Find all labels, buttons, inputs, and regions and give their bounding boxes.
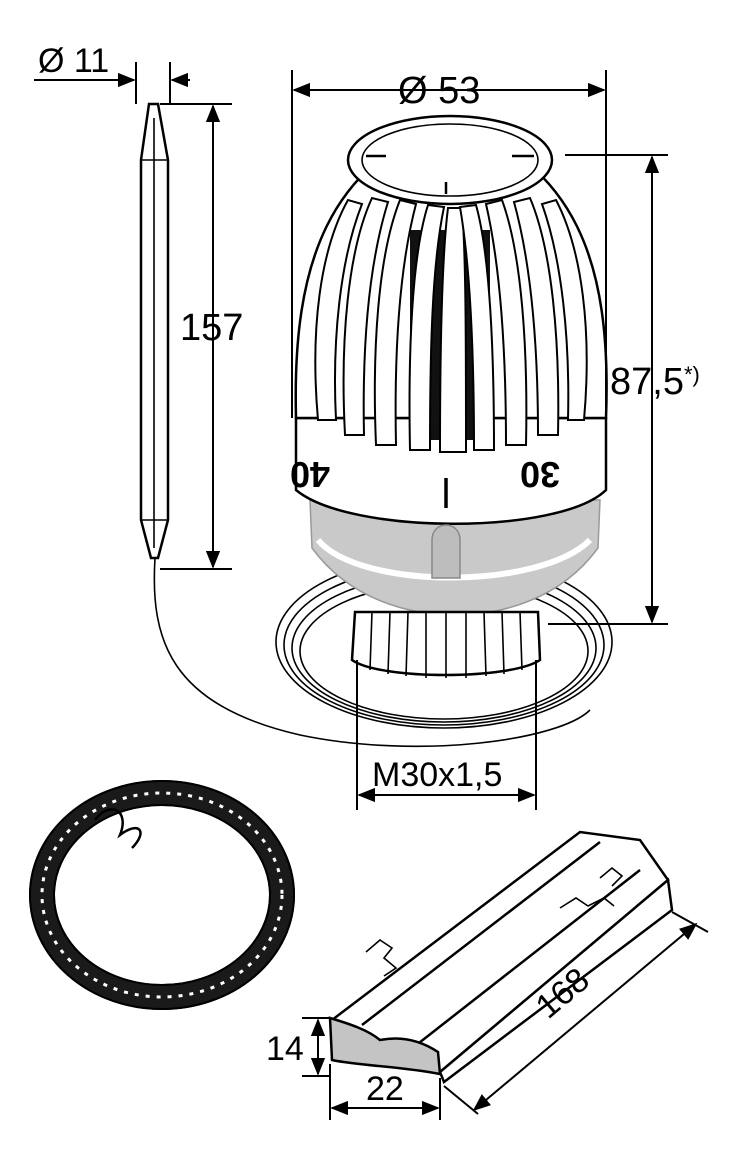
clip-front-profile: [328, 1016, 442, 1076]
thermostat-head: 40 30: [290, 114, 608, 678]
dimension-clip-width: 22: [329, 1064, 441, 1120]
knurled-nut: [350, 610, 542, 678]
dimension-sensor-diameter: Ø 11: [34, 42, 190, 104]
head-diameter-label: Ø 53: [398, 70, 480, 112]
clip-width-label: 22: [366, 1070, 404, 1108]
dimension-sensor-length: 157: [160, 103, 243, 570]
head-height-note: *): [684, 362, 700, 387]
dimension-thread: M30x1,5: [356, 660, 537, 810]
sensor-diameter-label: Ø 11: [38, 42, 109, 80]
thread-label: M30x1,5: [372, 756, 502, 794]
sensor-length-label: 157: [180, 307, 243, 349]
dial-pointer: [431, 524, 461, 579]
dimension-head-diameter: Ø 53: [291, 70, 607, 418]
dial-scale-right: 30: [520, 454, 560, 495]
head-height-label: 87,5*): [610, 361, 700, 403]
dimension-head-height: 87,5*): [548, 154, 700, 625]
dimension-clip-height: 14: [266, 1017, 330, 1077]
dial-scale-left: 40: [290, 454, 330, 495]
coiled-spring: [29, 780, 295, 1010]
clip-height-label: 14: [266, 1030, 304, 1068]
contact-clip: [328, 830, 674, 1084]
remote-sensor: [139, 102, 170, 560]
